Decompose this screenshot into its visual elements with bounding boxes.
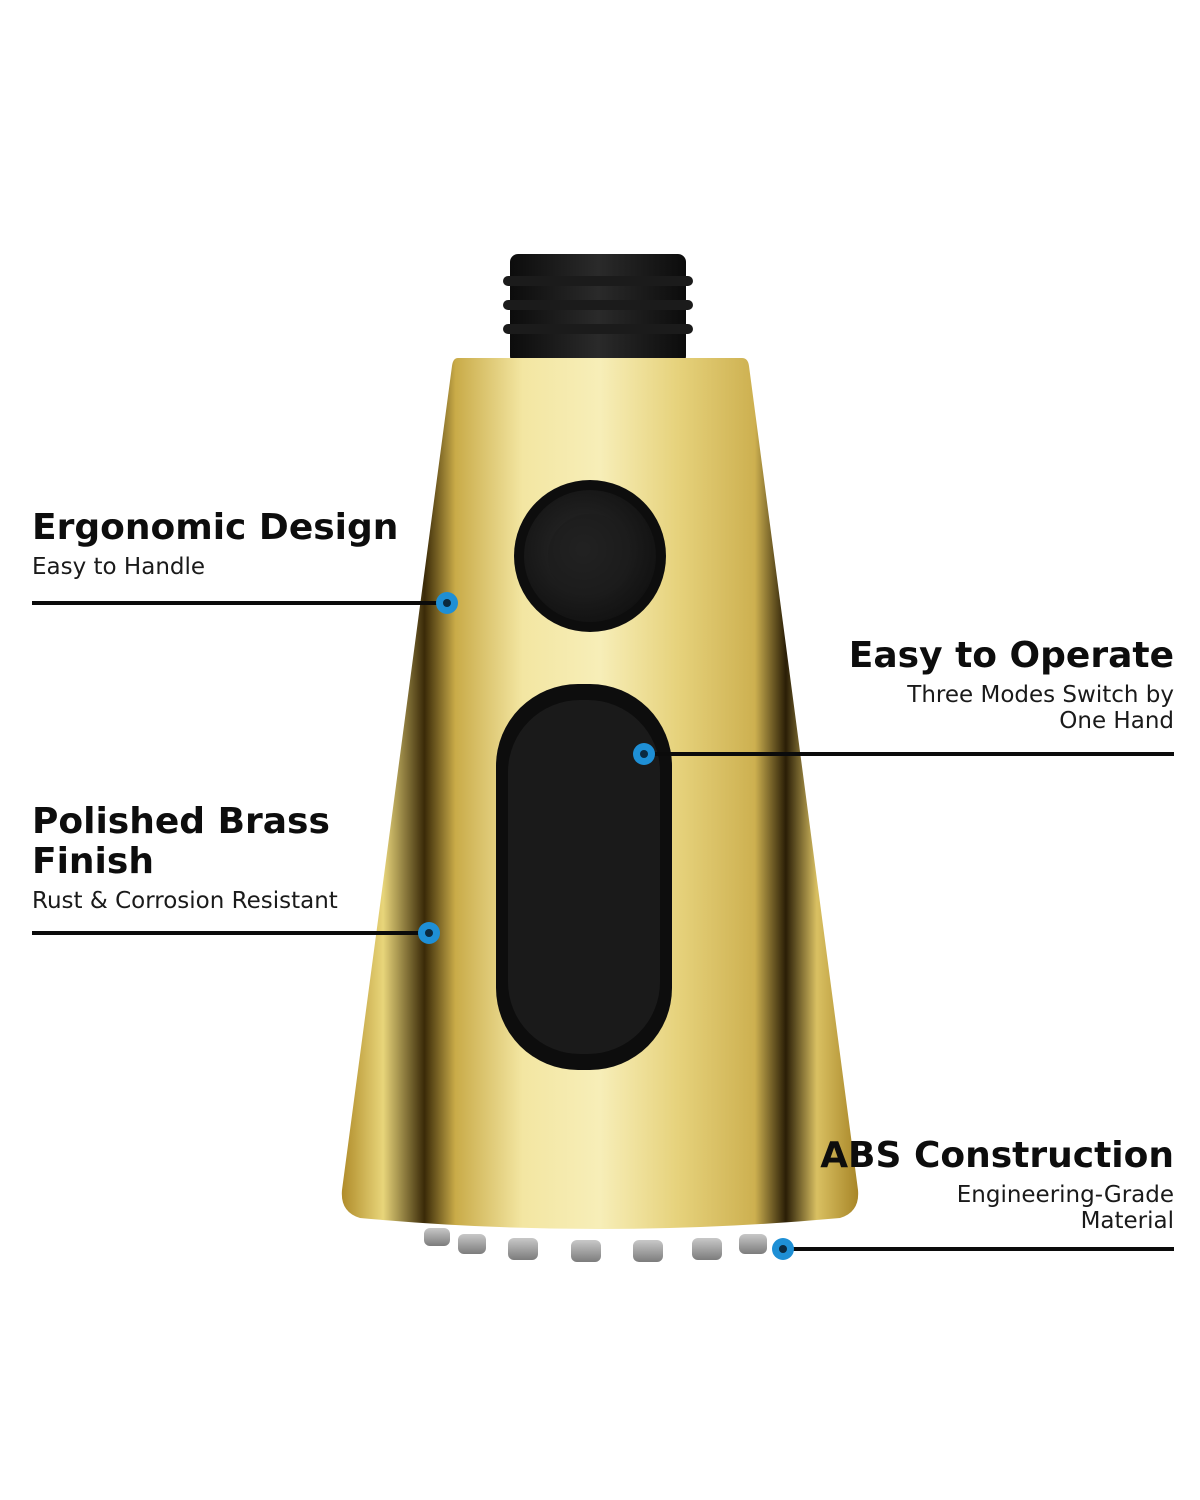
thread-connector	[503, 254, 693, 364]
spray-nozzles	[424, 1228, 767, 1262]
callout-ergonomic-design: Ergonomic Design Easy to Handle	[32, 507, 399, 581]
callout-polished-brass-finish: Polished Brass Finish Rust & Corrosion R…	[32, 801, 338, 915]
spray-trigger-paddle	[496, 684, 672, 1070]
callout-abs-construction: ABS Construction Engineering-Grade Mater…	[820, 1135, 1174, 1235]
callout-easy-to-operate: Easy to Operate Three Modes Switch by On…	[848, 635, 1174, 735]
callout-subtitle: Rust & Corrosion Resistant	[32, 888, 338, 914]
callout-title: Ergonomic Design	[32, 507, 399, 548]
callout-markers	[418, 592, 794, 1260]
callout-subtitle: Easy to Handle	[32, 554, 206, 580]
callout-title: Easy to Operate	[848, 635, 1174, 676]
callout-lines	[32, 601, 1174, 1251]
callout-subtitle: Engineering-Grade Material	[956, 1182, 1174, 1234]
callout-title: Polished Brass Finish	[32, 801, 330, 882]
round-mode-button	[514, 480, 666, 632]
callout-title: ABS Construction	[820, 1135, 1174, 1176]
callout-subtitle: Three Modes Switch by One Hand	[907, 682, 1174, 734]
